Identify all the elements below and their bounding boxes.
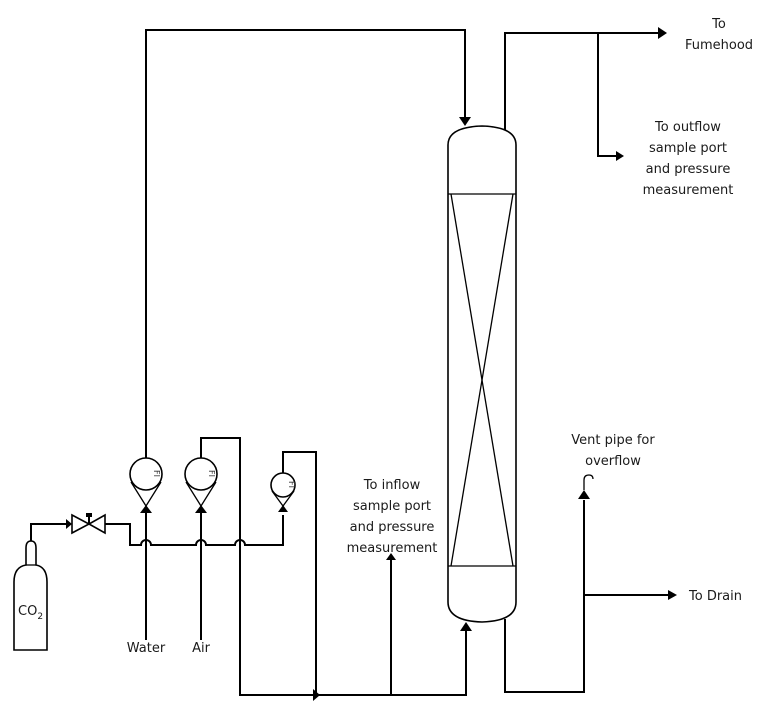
co2-supply-arrow	[66, 519, 72, 529]
svg-text:Fumehood: Fumehood	[685, 38, 753, 53]
gas-outlet-line	[504, 32, 658, 130]
svg-text:and pressure: and pressure	[350, 520, 435, 535]
liquid-outlet-line	[504, 500, 585, 693]
flow-indicator-water: FI	[129, 457, 163, 640]
gas-inlet-arrow	[460, 622, 472, 631]
vent-hook	[583, 474, 594, 490]
outflow-sample-arrow	[616, 151, 624, 161]
inflow-sample-label: To inflow sample port and pressure measu…	[347, 478, 438, 556]
svg-text:To inflow: To inflow	[363, 478, 421, 493]
outflow-sample-label: To outflow sample port and pressure meas…	[643, 120, 734, 198]
needle-valve[interactable]	[71, 513, 106, 535]
drain-label: To Drain	[688, 589, 742, 604]
vent-arrow	[578, 490, 590, 499]
flow-indicator-air: FI	[184, 457, 218, 640]
svg-text:Vent pipe for: Vent pipe for	[571, 433, 655, 448]
water-feed-arrow	[459, 117, 471, 126]
svg-text:measurement: measurement	[643, 183, 734, 198]
svg-text:To: To	[711, 17, 726, 32]
fumehood-label: To Fumehood	[685, 17, 753, 53]
co2-header-line	[105, 515, 284, 546]
inflow-sample-arrow	[386, 553, 396, 560]
water-feed-line	[145, 29, 466, 458]
air-feed-line	[200, 437, 467, 696]
svg-text:and pressure: and pressure	[646, 162, 731, 177]
vent-label: Vent pipe for overflow	[571, 433, 655, 469]
fi-tag-co2: FI	[287, 481, 296, 488]
co2-feed-line	[282, 451, 317, 695]
svg-text:sample port: sample port	[649, 141, 727, 156]
air-label: Air	[192, 641, 211, 656]
co2-label: CO2	[18, 604, 43, 622]
svg-text:overflow: overflow	[585, 454, 641, 469]
drain-arrow	[668, 590, 677, 600]
water-label: Water	[127, 641, 166, 656]
flow-indicator-co2: FI	[270, 472, 296, 512]
co2-merge-arrow	[313, 689, 320, 701]
co2-supply-line	[30, 523, 68, 541]
svg-text:measurement: measurement	[347, 541, 438, 556]
svg-text:To outflow: To outflow	[654, 120, 721, 135]
svg-text:sample port: sample port	[353, 499, 431, 514]
fi-tag-air: FI	[207, 470, 216, 477]
co2-cylinder: CO2	[13, 540, 48, 651]
packed-column	[447, 125, 517, 623]
fumehood-arrow	[658, 27, 667, 39]
outflow-sample-line	[597, 33, 616, 157]
fi-tag-water: FI	[152, 470, 161, 477]
